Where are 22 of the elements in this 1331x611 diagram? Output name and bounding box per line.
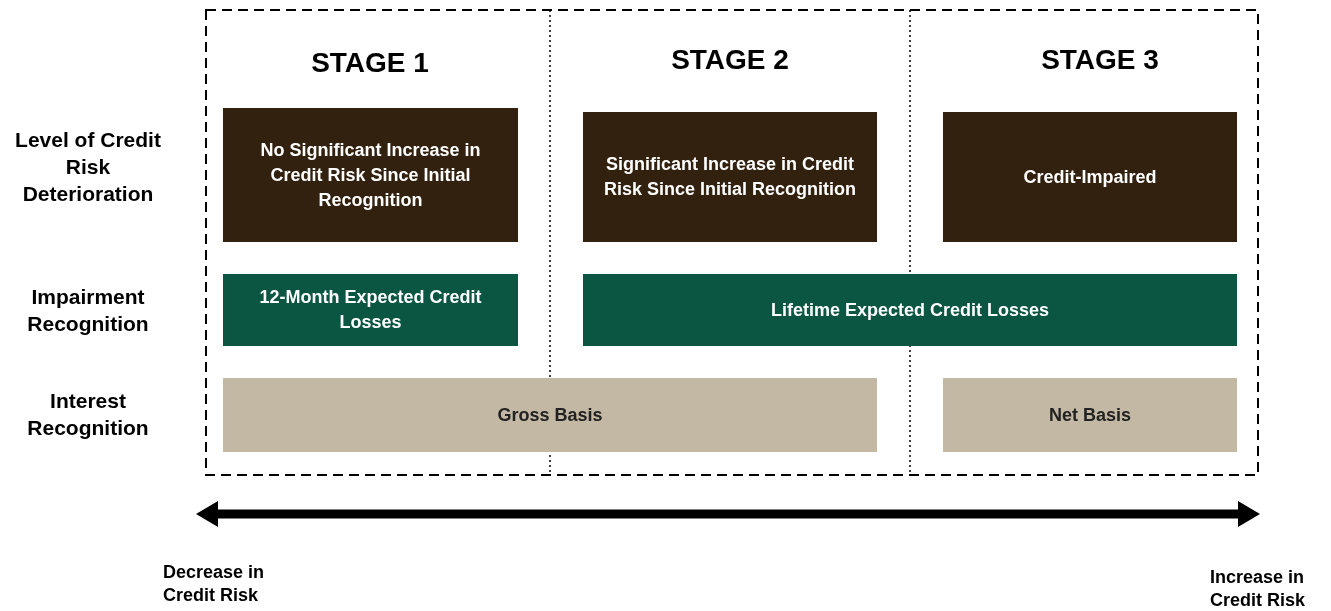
stage-title: STAGE 2 <box>670 43 790 77</box>
box-text: Credit-Impaired <box>1023 165 1157 189</box>
stage-box <box>943 378 1237 452</box>
stage-box <box>223 378 877 452</box>
box-text: Gross Basis <box>497 403 603 427</box>
stage-box <box>583 274 1237 346</box>
row-header: Impairment Recognition <box>26 284 150 337</box>
stage-box <box>223 108 518 242</box>
box-text: 12-Month Expected Credit Losses <box>258 286 483 334</box>
row-header: Interest Recognition <box>26 388 150 441</box>
scale-end-label: Decrease in Credit Risk <box>163 561 266 607</box>
row-header: Level of Credit Risk Deterioration <box>14 127 162 207</box>
box-text: Significant Increase in Credit Risk Since Initial Recognition <box>602 153 857 201</box>
stage-box <box>943 112 1237 242</box>
box-text: Lifetime Expected Credit Losses <box>770 298 1050 322</box>
box-text: Net Basis <box>1048 403 1131 427</box>
scale-end-label: Increase in Credit Risk <box>1210 566 1307 611</box>
box-text: No Significant Increase in Credit Risk Since Initial Recognition <box>259 138 482 212</box>
stage-title: STAGE 1 <box>310 46 430 80</box>
stage-box <box>223 274 518 346</box>
stage-box <box>583 112 877 242</box>
stage-title: STAGE 3 <box>1040 43 1160 77</box>
